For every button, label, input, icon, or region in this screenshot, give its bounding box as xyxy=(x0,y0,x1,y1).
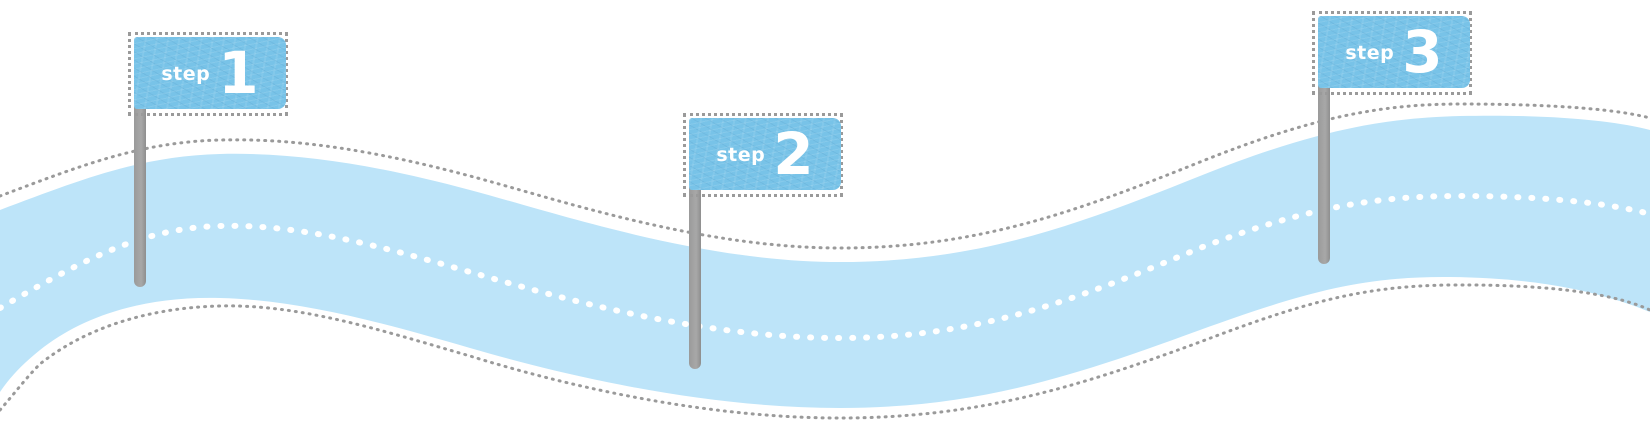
flag-dotted-outline xyxy=(128,32,288,116)
road-bottom-edge xyxy=(0,283,1650,420)
flag-pole xyxy=(134,104,146,287)
flag-pole xyxy=(689,184,701,369)
road-band xyxy=(0,115,1650,409)
road-top-edge xyxy=(0,102,1650,250)
step-word: step xyxy=(1345,42,1395,64)
step-word: step xyxy=(716,144,766,166)
flag-pole xyxy=(1318,82,1330,264)
step-number: 1 xyxy=(218,39,259,107)
step-flag: step 2 xyxy=(689,118,841,190)
road-center-line xyxy=(0,192,1650,342)
flag-dotted-outline xyxy=(683,113,843,197)
step-word: step xyxy=(161,63,211,85)
step-number: 2 xyxy=(773,120,814,188)
step-flag: step 3 xyxy=(1318,16,1470,88)
step-number: 3 xyxy=(1402,18,1443,86)
flag-dotted-outline xyxy=(1312,11,1472,95)
step-flag: step 1 xyxy=(134,37,286,109)
